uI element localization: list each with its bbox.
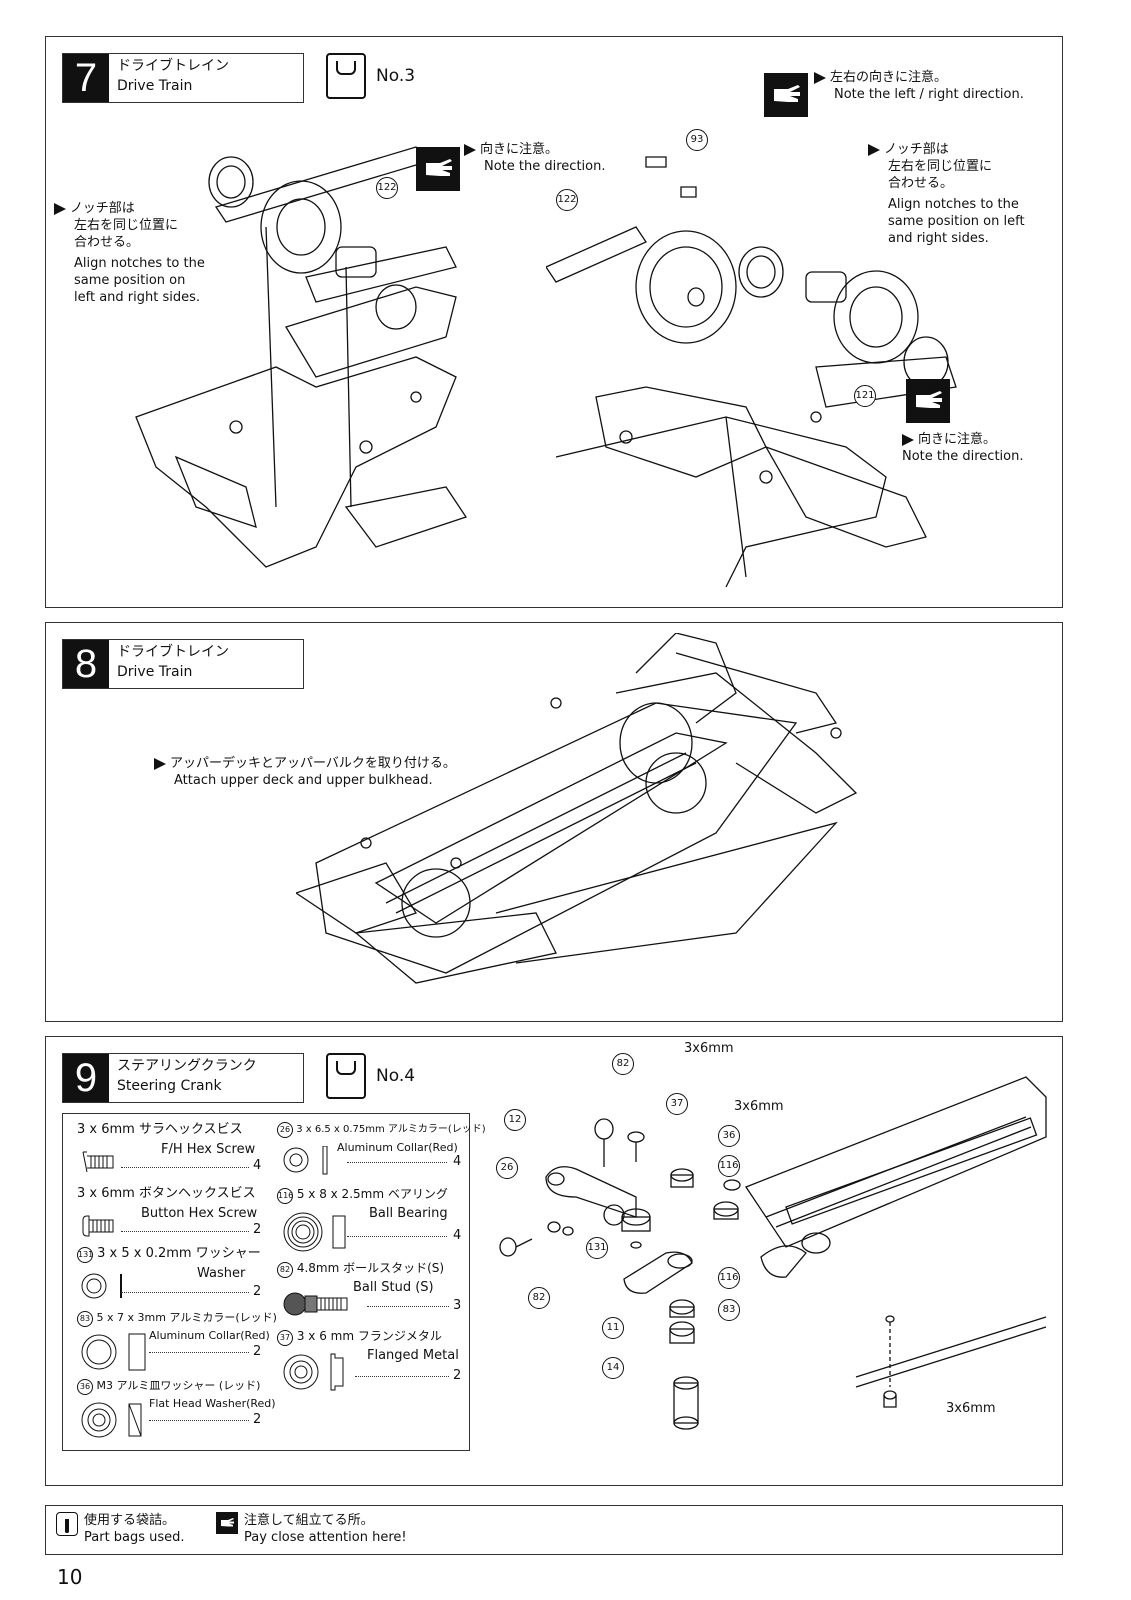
part-aluminum-collar-3x6.5: 26 3 x 6.5 x 0.75mm アルミカラー(レッド) Aluminum… bbox=[277, 1122, 486, 1182]
screw-label: 3x6mm bbox=[684, 1041, 734, 1056]
callout-93: 93 bbox=[686, 129, 708, 151]
flanged-metal-icon bbox=[283, 1353, 344, 1391]
step-title-en: Drive Train bbox=[117, 664, 193, 680]
note-left-right: 左右の向きに注意。 Note the left / right directio… bbox=[814, 69, 1024, 103]
caution-icon bbox=[906, 379, 950, 423]
bag-indicator: No.3 bbox=[326, 53, 415, 99]
part-button-screw: 3 x 6mm ボタンヘックスビス Button Hex Screw 2 bbox=[77, 1186, 262, 1237]
steering-crank-drawing bbox=[499, 1076, 1047, 1430]
part-flanged-metal: 37 3 x 6 mm フランジメタル Flanged Metal 2 bbox=[277, 1328, 467, 1392]
drive-train-drawing-right bbox=[546, 156, 957, 587]
collar-icon bbox=[283, 1146, 328, 1175]
caution-icon bbox=[216, 1512, 238, 1534]
step-number: 9 bbox=[63, 1054, 109, 1102]
bag-icon bbox=[326, 53, 366, 99]
callout-122: 122 bbox=[376, 177, 398, 199]
step-title-jp: ドライブトレイン bbox=[117, 58, 229, 74]
screw-label: 3x6mm bbox=[734, 1099, 784, 1114]
note-notch-right: ノッチ部は 左右を同じ位置に 合わせる。 Align notches to th… bbox=[868, 141, 1025, 247]
bag-indicator: No.4 bbox=[326, 1053, 415, 1099]
bearing-icon bbox=[283, 1212, 346, 1252]
part-ball-bearing: 116 5 x 8 x 2.5mm ベアリング Ball Bearing 4 bbox=[277, 1186, 467, 1256]
caution-icon bbox=[416, 147, 460, 191]
note-direction: 向きに注意。 Note the direction. bbox=[464, 141, 605, 175]
caution-icon bbox=[764, 73, 808, 117]
flat-head-screw-icon bbox=[82, 1151, 114, 1173]
part-aluminum-collar-5x7x3: 83 5 x 7 x 3mm アルミカラー(レッド) Aluminum Coll… bbox=[77, 1310, 277, 1376]
chassis-drawing bbox=[296, 633, 858, 984]
step-title-jp: ドライブトレイン bbox=[117, 644, 229, 660]
bag-icon bbox=[56, 1512, 78, 1536]
part-washer: 131 3 x 5 x 0.2mm ワッシャー Washer 2 bbox=[77, 1246, 262, 1299]
step-8-panel: 8 ドライブトレイン Drive Train アッパーデッキとアッパーバルクを取… bbox=[45, 622, 1063, 1022]
arrow-icon bbox=[54, 202, 66, 215]
note-notch-left: ノッチ部は 左右を同じ位置に 合わせる。 Align notches to th… bbox=[54, 200, 205, 306]
bag-icon bbox=[326, 1053, 366, 1099]
callout-82: 82 bbox=[528, 1287, 550, 1309]
legend: 使用する袋詰。Part bags used. 注意して組立てる所。Pay clo… bbox=[45, 1505, 1063, 1555]
callout-12: 12 bbox=[504, 1109, 526, 1131]
callout-36: 36 bbox=[718, 1125, 740, 1147]
callout-37: 37 bbox=[666, 1093, 688, 1115]
washer-icon bbox=[81, 1273, 122, 1299]
page-number: 10 bbox=[57, 1565, 83, 1589]
button-head-screw-icon bbox=[82, 1215, 114, 1237]
screw-label: 3x6mm bbox=[946, 1401, 996, 1416]
legend-bag: 使用する袋詰。Part bags used. bbox=[56, 1512, 185, 1546]
callout-11: 11 bbox=[602, 1317, 624, 1339]
step-7-panel: 7 ドライブトレイン Drive Train No.3 ノッチ部は 左右を同じ位… bbox=[45, 36, 1063, 608]
step-8-header: 8 ドライブトレイン Drive Train bbox=[62, 639, 304, 689]
callout-83: 83 bbox=[718, 1299, 740, 1321]
note-direction-2: 向きに注意。 Note the direction. bbox=[902, 432, 1024, 464]
step-number: 7 bbox=[63, 54, 109, 102]
part-fh-screw: 3 x 6mm サラヘックスビス F/H Hex Screw 4 bbox=[77, 1122, 262, 1173]
step-9-header: 9 ステアリングクランク Steering Crank bbox=[62, 1053, 304, 1103]
callout-116: 116 bbox=[718, 1155, 740, 1177]
step-7-header: 7 ドライブトレイン Drive Train bbox=[62, 53, 304, 103]
callout-26: 26 bbox=[496, 1157, 518, 1179]
step-title-en: Drive Train bbox=[117, 78, 193, 94]
callout-122: 122 bbox=[556, 189, 578, 211]
ball-stud-icon bbox=[283, 1292, 348, 1316]
parts-list: 3 x 6mm サラヘックスビス F/H Hex Screw 4 3 x 6mm… bbox=[62, 1113, 486, 1451]
step-title-jp: ステアリングクランク bbox=[117, 1058, 257, 1074]
step-9-panel: 9 ステアリングクランク Steering Crank No.4 3 x 6mm… bbox=[45, 1036, 1063, 1486]
part-ball-stud: 82 4.8mm ボールスタッド(S) Ball Stud (S) 3 bbox=[277, 1260, 467, 1324]
callout-82: 82 bbox=[612, 1053, 634, 1075]
drive-train-drawing-left bbox=[135, 146, 468, 568]
step-number: 8 bbox=[63, 640, 109, 688]
callout-116: 116 bbox=[718, 1267, 740, 1289]
flat-washer-icon bbox=[81, 1402, 142, 1438]
collar-icon bbox=[81, 1333, 146, 1371]
note-attach-upper: アッパーデッキとアッパーバルクを取り付ける。 Attach upper deck… bbox=[154, 755, 456, 789]
step-title-en: Steering Crank bbox=[117, 1078, 222, 1094]
part-flat-head-washer: 36 M3 アルミ皿ワッシャー (レッド) Flat Head Washer(R… bbox=[77, 1378, 276, 1444]
bag-label: No.4 bbox=[376, 1066, 416, 1086]
bag-label: No.3 bbox=[376, 66, 416, 86]
callout-14: 14 bbox=[602, 1357, 624, 1379]
callout-131: 131 bbox=[586, 1237, 608, 1259]
legend-caution: 注意して組立てる所。Pay close attention here! bbox=[216, 1512, 407, 1546]
callout-121: 121 bbox=[854, 385, 876, 407]
